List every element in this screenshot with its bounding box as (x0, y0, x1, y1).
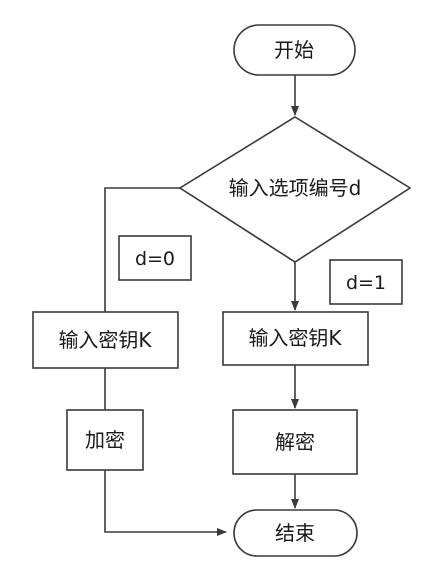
encrypt-label: 加密 (85, 428, 125, 452)
decision-label: 输入选项编号d (229, 176, 362, 200)
decrypt-box (232, 409, 358, 475)
start-node: 开始 (233, 24, 356, 76)
left-input-key-box (32, 311, 179, 369)
encrypt-box (66, 409, 144, 471)
left-input-key-label: 输入密钥K (58, 328, 152, 352)
arrow-encrypt-to-end (104, 470, 227, 536)
decrypt-label: 解密 (275, 430, 315, 454)
start-label: 开始 (274, 38, 314, 62)
decision-diamond-shape (178, 116, 412, 263)
condition-left: d=0 (118, 235, 192, 281)
start-terminal-shape (233, 24, 356, 76)
left-input-key-node: 输入密钥K (32, 311, 179, 369)
right-input-key-node: 输入密钥K (222, 311, 369, 366)
decrypt-node: 解密 (232, 409, 358, 475)
condition-right-label: d=1 (346, 272, 386, 294)
condition-left-box (118, 235, 192, 281)
decision-node: 输入选项编号d (178, 116, 412, 263)
right-input-key-label: 输入密钥K (248, 326, 342, 350)
condition-right: d=1 (329, 259, 403, 305)
condition-right-box (329, 259, 403, 305)
encrypt-node: 加密 (66, 409, 144, 471)
connectors (104, 75, 299, 536)
end-terminal-shape (233, 509, 358, 557)
condition-left-label: d=0 (135, 248, 175, 270)
connector-decision-to-left-input (104, 187, 180, 312)
end-label: 结束 (275, 521, 315, 545)
right-input-key-box (222, 311, 369, 366)
end-node: 结束 (233, 509, 358, 557)
